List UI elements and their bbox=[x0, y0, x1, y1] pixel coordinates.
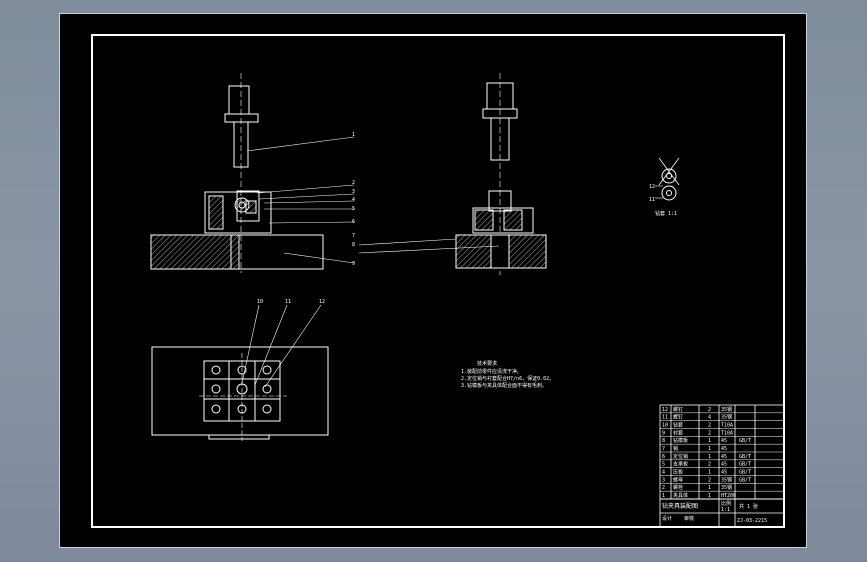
bom-cell-qty: 2 bbox=[708, 477, 711, 483]
balloon-10: 10 bbox=[257, 299, 263, 305]
bom-cell-name: 螺母 bbox=[673, 476, 683, 483]
bom-cell-name: 定位销 bbox=[673, 453, 688, 460]
tech-req-line-2: 2.定位销与衬套配合H7/n6，保证0.02。 bbox=[461, 375, 554, 382]
tech-req-line-1: 1.装配前零件应清洗干净。 bbox=[461, 368, 522, 375]
balloon-5: 5 bbox=[352, 206, 355, 212]
balloon-2: 2 bbox=[352, 180, 355, 186]
bom-cell-no: 12 bbox=[662, 407, 668, 413]
bom-cell-name: 螺钉 bbox=[673, 414, 683, 421]
balloon-12: 12 bbox=[319, 299, 325, 305]
balloon-1: 1 bbox=[352, 132, 355, 138]
bom-cell-mat: 35钢 bbox=[721, 406, 732, 413]
bom-cell-name: 螺钉 bbox=[673, 406, 683, 413]
bom-cell-mat: 35钢 bbox=[721, 484, 732, 491]
bom-cell-mat: 45 bbox=[721, 454, 727, 460]
balloon-labels: 1 2 3 4 5 6 7 8 9 bbox=[352, 132, 355, 267]
balloon-8: 8 bbox=[352, 242, 355, 248]
bom-cell-note: GB/T bbox=[739, 438, 751, 444]
side-view bbox=[358, 73, 547, 275]
bom-cell-qty: 1 bbox=[708, 470, 711, 476]
bom-cell-name: 压板 bbox=[673, 469, 683, 476]
detail-view bbox=[655, 157, 680, 201]
bom-cell-qty: 2 bbox=[708, 462, 711, 468]
bom-cell-no: 5 bbox=[662, 462, 665, 468]
bom-cell-mat: T10A bbox=[721, 423, 733, 429]
title-block-scale: 1:1 bbox=[721, 507, 730, 513]
title-block-designer: 设计 bbox=[662, 515, 672, 522]
title-block-sheet: 共 1 张 bbox=[739, 503, 758, 510]
title-block-scale-label: 比例 bbox=[721, 500, 731, 507]
bom-cell-name: 钻套 bbox=[673, 422, 683, 429]
bom-cell-mat: 45 bbox=[721, 438, 727, 444]
title-block-checker: 审核 bbox=[684, 515, 694, 522]
bom-cell-name: 支承板 bbox=[673, 461, 688, 468]
bom-cell-qty: 2 bbox=[708, 407, 711, 413]
tech-req-line-3: 3.钻模板与夹具体配合面不得有毛刺。 bbox=[461, 382, 547, 389]
title-block-drawing-no: ZJ-03-2215 bbox=[737, 518, 767, 524]
balloon-11: 11 bbox=[285, 299, 291, 305]
bom-cell-mat: HT200 bbox=[721, 493, 736, 499]
bom-cell-qty: 1 bbox=[708, 485, 711, 491]
bom-cell-qty: 1 bbox=[708, 446, 711, 452]
top-view bbox=[151, 304, 329, 441]
tech-requirements: 技术要求 1.装配前零件应清洗干净。 2.定位销与衬套配合H7/n6，保证0.0… bbox=[461, 360, 554, 389]
bom-cell-no: 6 bbox=[662, 454, 665, 460]
bom-cell-qty: 2 bbox=[708, 423, 711, 429]
bom-cell-qty: 1 bbox=[708, 493, 711, 499]
bom-cell-qty: 1 bbox=[708, 438, 711, 444]
drawing-canvas: 1 2 3 4 5 6 7 8 9 bbox=[91, 34, 785, 528]
bom-cell-mat: T10A bbox=[721, 430, 733, 436]
balloon-4: 4 bbox=[352, 197, 355, 203]
bom-cell-name: 螺栓 bbox=[673, 484, 683, 491]
bom-cell-mat: 35钢 bbox=[721, 476, 732, 483]
bom-cell-mat: 45 bbox=[721, 470, 727, 476]
balloon-3: 3 bbox=[352, 189, 355, 195]
bom-cell-qty: 4 bbox=[708, 415, 711, 421]
top-view-balloons: 10 11 12 bbox=[257, 299, 325, 305]
bom-cell-note: GB/T bbox=[739, 454, 751, 460]
bom-cell-no: 8 bbox=[662, 438, 665, 444]
bom-cell-name: 衬套 bbox=[673, 429, 683, 436]
bom-cell-no: 7 bbox=[662, 446, 665, 452]
detail-caption: 钻套 1:1 bbox=[655, 210, 677, 217]
bom-cell-no: 9 bbox=[662, 430, 665, 436]
detail-label-12: 12 bbox=[649, 184, 655, 190]
front-view bbox=[150, 73, 355, 273]
bom-cell-no: 2 bbox=[662, 485, 665, 491]
bom-cell-no: 1 bbox=[662, 493, 665, 499]
drawing-frame bbox=[91, 34, 785, 528]
bom-cell-name: 夹具体 bbox=[673, 492, 688, 499]
title-block-name: 钻夹具装配图 bbox=[662, 502, 698, 510]
bom-cell-name: 钻模板 bbox=[673, 437, 688, 444]
bom-cell-note: GB/T bbox=[739, 477, 751, 483]
cad-viewport[interactable]: 1 2 3 4 5 6 7 8 9 bbox=[59, 13, 807, 548]
tech-req-heading: 技术要求 bbox=[477, 360, 497, 367]
bom-cell-mat: 45 bbox=[721, 446, 727, 452]
balloon-6: 6 bbox=[352, 219, 355, 225]
bom-cell-mat: 35钢 bbox=[721, 414, 732, 421]
bom-cell-mat: 45 bbox=[721, 462, 727, 468]
bom-cell-note: GB/T bbox=[739, 470, 751, 476]
bom-cell-no: 4 bbox=[662, 470, 665, 476]
bom-cell-note: GB/T bbox=[739, 462, 751, 468]
balloon-7: 7 bbox=[352, 233, 355, 239]
bom-cell-name: 销 bbox=[673, 445, 678, 452]
bom-cell-qty: 1 bbox=[708, 454, 711, 460]
title-block: 钻夹具装配图 比例 1:1 共 1 张 设计 审核 ZJ-03-2215 bbox=[662, 500, 767, 524]
bom-cell-no: 10 bbox=[662, 423, 668, 429]
bom-cell-qty: 2 bbox=[708, 430, 711, 436]
balloon-9: 9 bbox=[352, 261, 355, 267]
detail-label-11: 11 bbox=[649, 197, 655, 203]
bom-cell-no: 3 bbox=[662, 477, 665, 483]
bom-cell-no: 11 bbox=[662, 415, 668, 421]
